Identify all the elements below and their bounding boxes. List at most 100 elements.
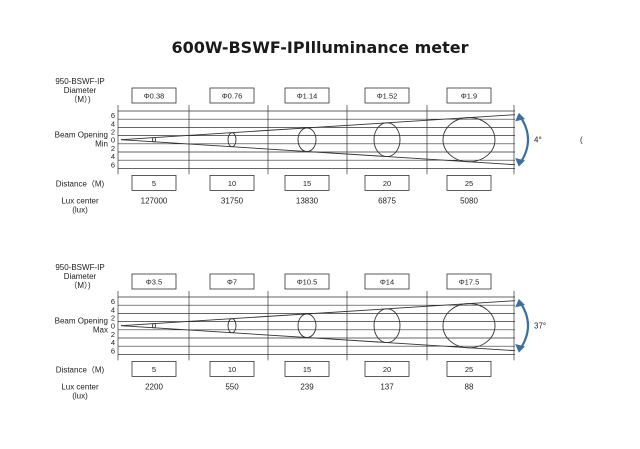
- beam-ellipse: [297, 313, 317, 338]
- axis-tick-label: 2: [111, 330, 115, 339]
- lux-value: 239: [300, 382, 314, 391]
- angle-arrow-head: [515, 298, 525, 308]
- beam-ellipse: [442, 303, 496, 349]
- distance-label: Distance（M): [56, 365, 105, 374]
- lux-value: 127000: [141, 196, 168, 205]
- axis-tick-label: 0: [111, 136, 115, 145]
- angle-arc: [518, 300, 530, 352]
- distance-box: [131, 174, 177, 191]
- axis-tick-label: 2: [111, 314, 115, 323]
- beam-lower-line: [120, 325, 516, 352]
- distance-value: 25: [465, 179, 473, 188]
- diameter-value: Φ17.5: [459, 278, 480, 287]
- beam-angle-label: 4°: [534, 136, 542, 145]
- diameter-box: [284, 87, 330, 104]
- distance-box: [284, 174, 330, 191]
- model-label: 950-BSWF-IP: [55, 263, 104, 272]
- diameter-value: Φ1.14: [297, 92, 318, 101]
- lux-value: 31750: [221, 196, 244, 205]
- distance-box: [446, 360, 492, 377]
- angle-arrow-head: [515, 343, 525, 353]
- distance-value: 25: [465, 365, 473, 374]
- axis-tick-label: 6: [111, 111, 115, 120]
- diameter-box: [364, 87, 410, 104]
- diameter-label: Diameter: [64, 272, 97, 281]
- diagram-title: 600W-BSWF-IPIlluminance meter: [171, 38, 469, 57]
- beam-ellipse: [152, 323, 156, 329]
- axis-tick-label: 4: [111, 152, 115, 161]
- distance-box: [364, 360, 410, 377]
- distance-label: Distance（M): [56, 179, 105, 188]
- distance-box: [209, 174, 255, 191]
- diameter-box: [364, 273, 410, 290]
- beam-upper-line: [120, 300, 516, 327]
- axis-tick-label: 4: [111, 305, 115, 314]
- lux-unit-label: (lux): [72, 391, 88, 400]
- lux-value: 2200: [145, 382, 163, 391]
- beam-mode-label: Min: [95, 140, 108, 149]
- distance-value: 15: [303, 179, 311, 188]
- angle-arrow-head: [515, 157, 525, 167]
- axis-tick-label: 6: [111, 346, 115, 355]
- diameter-box: [209, 87, 255, 104]
- diameter-unit-label: （M）): [69, 95, 91, 104]
- beam-ellipse: [373, 308, 401, 344]
- distance-value: 20: [383, 365, 391, 374]
- distance-box: [209, 360, 255, 377]
- axis-tick-label: 6: [111, 297, 115, 306]
- axis-tick-label: 4: [111, 119, 115, 128]
- diameter-box: [131, 273, 177, 290]
- diameter-box: [209, 273, 255, 290]
- angle-arrow-head: [515, 112, 525, 122]
- beam-angle-label: 37°: [534, 322, 546, 331]
- beam-ellipse: [227, 318, 237, 334]
- diameter-value: Φ1.52: [377, 92, 398, 101]
- axis-tick-label: 6: [111, 160, 115, 169]
- axis-tick-label: 2: [111, 144, 115, 153]
- beam-ellipse: [227, 132, 237, 148]
- diameter-box: [446, 273, 492, 290]
- beam-ellipse: [297, 127, 317, 152]
- diameter-value: Φ3.5: [146, 278, 162, 287]
- lux-value: 88: [465, 382, 474, 391]
- beam-mode-label: Max: [93, 326, 108, 335]
- diameter-value: Φ14: [380, 278, 394, 287]
- angle-extra-label: (: [580, 136, 583, 145]
- lux-value: 5080: [460, 196, 478, 205]
- beam-lower-line: [120, 139, 516, 166]
- lux-value: 13830: [296, 196, 319, 205]
- beam-ellipse: [373, 122, 401, 158]
- diameter-label: Diameter: [64, 86, 97, 95]
- distance-box: [446, 174, 492, 191]
- distance-value: 20: [383, 179, 391, 188]
- diameter-value: Φ1.9: [461, 92, 477, 101]
- distance-box: [131, 360, 177, 377]
- lux-value: 550: [225, 382, 239, 391]
- distance-value: 15: [303, 365, 311, 374]
- distance-value: 10: [228, 179, 236, 188]
- beam-opening-label: Beam Opening: [55, 317, 108, 326]
- distance-box: [364, 174, 410, 191]
- beam-opening-label: Beam Opening: [55, 131, 108, 140]
- diameter-box: [284, 273, 330, 290]
- lux-unit-label: (lux): [72, 205, 88, 214]
- lux-value: 137: [380, 382, 394, 391]
- distance-value: 5: [152, 365, 156, 374]
- lux-center-label: Lux center: [61, 382, 99, 391]
- lux-value: 6875: [378, 196, 396, 205]
- model-label: 950-BSWF-IP: [55, 77, 104, 86]
- distance-value: 10: [228, 365, 236, 374]
- diameter-value: Φ0.76: [222, 92, 243, 101]
- axis-tick-label: 4: [111, 338, 115, 347]
- axis-tick-label: 2: [111, 128, 115, 137]
- diameter-value: Φ7: [227, 278, 237, 287]
- lux-center-label: Lux center: [61, 196, 99, 205]
- distance-box: [284, 360, 330, 377]
- angle-arc: [518, 114, 530, 166]
- diameter-value: Φ0.38: [144, 92, 165, 101]
- axis-tick-label: 0: [111, 322, 115, 331]
- beam-ellipse: [442, 117, 496, 163]
- beam-upper-line: [120, 114, 516, 141]
- diameter-value: Φ10.5: [297, 278, 318, 287]
